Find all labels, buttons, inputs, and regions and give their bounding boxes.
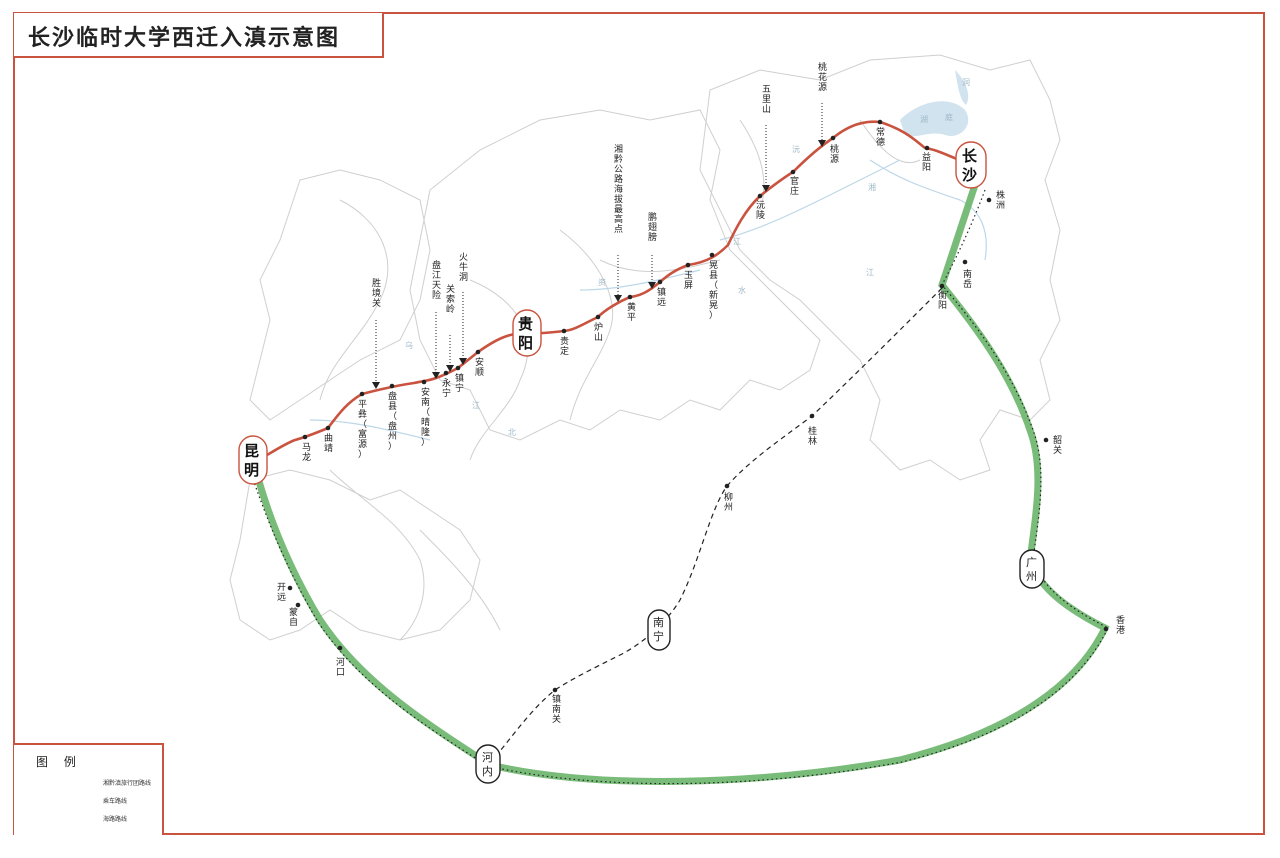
- label-mengzi: 蒙自: [289, 606, 298, 628]
- label-zhenning: 镇宁: [455, 372, 464, 394]
- svg-text:北: 北: [508, 428, 516, 437]
- city-guiyang-1: 贵: [518, 315, 533, 333]
- label-guiding: 贵定: [560, 335, 569, 357]
- label-hengyang: 衡阳: [938, 289, 947, 311]
- label-zhenyuan: 镇远: [657, 286, 666, 308]
- city-hanoi-1: 河: [482, 751, 493, 764]
- svg-text:水: 水: [738, 285, 746, 295]
- legend-item-walk: 湘黔滇旅行团路线: [103, 780, 152, 787]
- label-panxian: 盘县（盘州）: [388, 390, 397, 452]
- svg-text:江: 江: [472, 401, 480, 410]
- legend-box: [14, 743, 164, 835]
- city-ovals: [238, 141, 1045, 784]
- label-qujing: 曲靖: [324, 433, 333, 454]
- rail-route: [489, 287, 943, 764]
- guangzhou-oval: [1019, 549, 1045, 589]
- city-guiyang-2: 阳: [518, 334, 533, 352]
- city-changsha-2: 沙: [962, 166, 977, 184]
- city-guangzhou-1: 广: [1026, 556, 1037, 569]
- svg-text:湘: 湘: [868, 182, 876, 192]
- label-guanzhuang: 官庄: [790, 175, 799, 197]
- changsha-oval: [955, 141, 987, 189]
- label-huangping: 黄平: [627, 301, 636, 323]
- svg-text:沅: 沅: [792, 144, 800, 154]
- label-liuzhou: 柳州: [724, 491, 733, 513]
- label-shaoguan: 韶关: [1053, 434, 1062, 456]
- label-malong: 马龙: [302, 442, 311, 463]
- label-hekou: 河口: [336, 656, 345, 678]
- city-kunming-1: 昆: [244, 442, 259, 460]
- water-bodies: [900, 70, 969, 137]
- label-kaiyuan: 开远: [277, 582, 286, 603]
- label-yuanling: 沅陵: [756, 199, 765, 221]
- station-labels: 株洲 南岳 衡阳 韶关 香港 桂林 柳州 镇南关 河口 蒙自 开远 益阳 常德 …: [277, 126, 1125, 725]
- guiyang-oval: [512, 309, 542, 357]
- kunming-oval: [238, 435, 268, 485]
- title-box: [14, 13, 384, 58]
- city-nanning-2: 宁: [653, 629, 664, 643]
- map-frame: [13, 12, 1265, 835]
- svg-text:洞: 洞: [962, 77, 970, 87]
- svg-text:江: 江: [866, 268, 874, 277]
- rivers: [309, 159, 987, 441]
- map-title: 长沙临时大学西迁入滇示意图: [28, 26, 341, 51]
- city-guangzhou-2: 州: [1026, 570, 1037, 583]
- landmark-arrows: [372, 140, 826, 389]
- label-pingyi: 平彝（富源）: [358, 399, 367, 460]
- svg-text:湖: 湖: [920, 115, 928, 124]
- label-yiyang: 益阳: [922, 151, 931, 173]
- label-xianggang: 香港: [1116, 615, 1125, 636]
- station-dots: [287, 119, 1109, 693]
- sea-route: [253, 189, 1109, 785]
- label-nanyue: 南岳: [963, 268, 972, 290]
- label-taohuayuan: 桃花源: [818, 61, 827, 93]
- label-guilin: 桂林: [808, 425, 817, 447]
- legend-item-rail: 乘车路线: [103, 798, 128, 805]
- label-xiangqian: 湘黔公路海拔最高点: [614, 143, 623, 235]
- label-wulishan: 五里山: [762, 85, 771, 115]
- city-kunming-2: 明: [244, 461, 259, 479]
- label-annan: 安南（晴隆）: [421, 386, 430, 448]
- label-yuping: 玉屏: [684, 270, 693, 291]
- label-anshun: 安顺: [475, 356, 484, 378]
- label-yongning: 永宁: [442, 377, 451, 399]
- label-zhennanguan: 镇南关: [552, 693, 561, 725]
- legend-item-sea: 海路路线: [103, 816, 128, 823]
- label-huoniudong: 火牛洞: [459, 252, 468, 283]
- label-panjiang: 盘江天险: [432, 259, 441, 301]
- svg-text:乌: 乌: [405, 340, 413, 350]
- label-taoyuan: 桃源: [830, 143, 839, 165]
- svg-text:江: 江: [733, 237, 741, 246]
- city-changsha-1: 长: [962, 147, 978, 165]
- hanoi-oval: [475, 744, 501, 784]
- svg-text:庭: 庭: [945, 112, 953, 122]
- landmark-labels: 桃花源 五里山 湘黔公路海拔最高点 鹏翅膀 火牛洞 关索岭 盘江天险 胜境关: [372, 61, 827, 315]
- water-labels: 洞 庭 湖 沅 江 湘 江 资 水 乌 江 北: [405, 77, 970, 437]
- label-shengjingguan: 胜境关: [372, 278, 381, 309]
- nanning-oval: [647, 609, 671, 651]
- label-huangxian: 晃县（新晃）: [709, 260, 718, 321]
- sea-route-highlight: [254, 181, 1110, 785]
- landmark-leaders: [375, 103, 823, 382]
- city-nanning-1: 南: [653, 616, 664, 629]
- label-pengchibang: 鹏翅膀: [648, 211, 657, 243]
- label-guansuoling: 关索岭: [446, 283, 455, 315]
- basemap-outlines: [229, 54, 1061, 641]
- label-lushan: 炉山: [594, 321, 603, 343]
- label-changde: 常德: [876, 126, 885, 148]
- major-city-labels: 长 沙 贵 阳 昆 明 广 州 南 宁 河 内: [244, 147, 1037, 778]
- legend-heading: 图 例: [36, 755, 82, 769]
- svg-text:资: 资: [598, 277, 606, 287]
- city-hanoi-2: 内: [482, 764, 493, 778]
- label-zhuzhou: 株洲: [996, 189, 1005, 211]
